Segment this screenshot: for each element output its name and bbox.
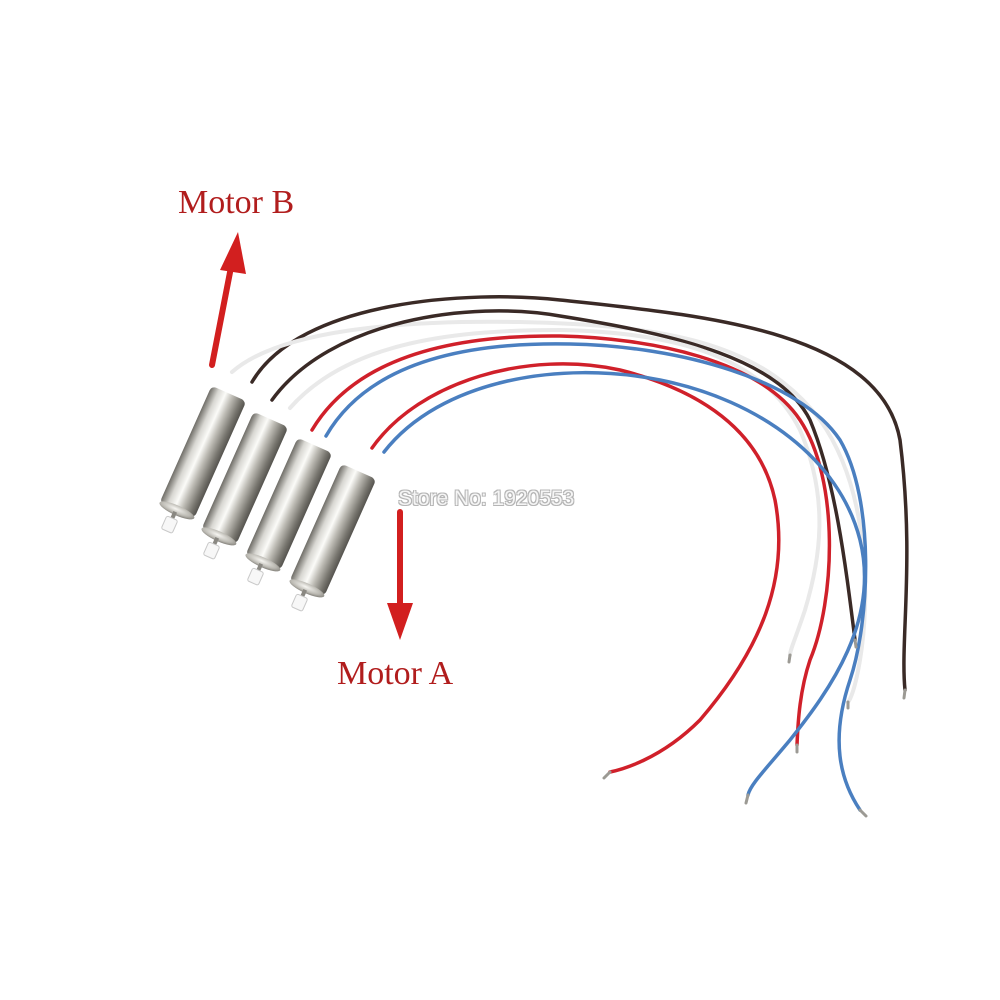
motor-body xyxy=(291,465,375,595)
wire-red-3 xyxy=(310,334,832,747)
motor-end-cap xyxy=(245,553,281,572)
wire-blue-3 xyxy=(324,342,868,812)
motor-4 xyxy=(289,465,375,612)
motor-a-label: Motor A xyxy=(337,655,454,692)
wire-white-2 xyxy=(288,327,822,657)
wire-black-2 xyxy=(270,309,857,642)
motor-2 xyxy=(201,413,287,560)
motor-body xyxy=(203,413,287,543)
wire-red-4 xyxy=(370,362,781,774)
pinion-gear xyxy=(291,593,308,612)
wires xyxy=(230,295,909,818)
store-watermark: Store No: 1920553 xyxy=(398,487,575,510)
motor-body xyxy=(161,387,245,517)
wire-white-1 xyxy=(230,319,868,704)
motor-body xyxy=(247,439,331,569)
motor-b-arrow xyxy=(209,232,246,368)
motor-end-cap xyxy=(201,527,237,546)
motor-end-cap xyxy=(159,501,195,520)
wire-blue-4 xyxy=(382,370,867,797)
motor-1 xyxy=(159,387,245,534)
pinion-gear xyxy=(247,567,264,586)
motor-end-cap xyxy=(289,579,325,598)
pinion-gear xyxy=(161,515,178,534)
motor-b-label: Motor B xyxy=(178,184,295,221)
motor-a-arrow xyxy=(387,509,413,640)
pinion-gear xyxy=(203,541,220,560)
motor-3 xyxy=(245,439,331,586)
wire-black-1 xyxy=(250,295,909,692)
